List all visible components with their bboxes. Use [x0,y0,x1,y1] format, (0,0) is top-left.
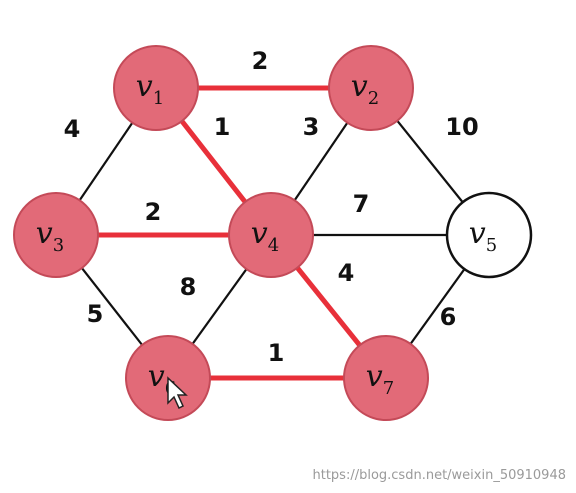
node-circle-v1 [113,45,199,131]
edge-weight-v6-v7: 1 [268,339,285,367]
watermark: https://blog.csdn.net/weixin_50910948 [312,468,566,483]
edge-weight-v5-v7: 6 [440,303,457,331]
edge-weight-v1-v4: 1 [214,113,231,141]
node-v7: v7 [343,335,429,421]
edge-weight-v3-v4: 2 [145,198,162,226]
node-circle-v4 [228,192,314,278]
nodes-layer: v1v2v3v4v5v6v7 [13,45,533,421]
node-label-v1: v1 [136,69,164,109]
edge-weight-v2-v5: 10 [445,113,478,141]
edge-weight-v1-v2: 2 [252,47,269,75]
edge-weight-v4-v5: 7 [353,190,370,218]
node-v2: v2 [328,45,414,131]
node-circle-v2 [328,45,414,131]
node-v5: v5 [445,191,533,279]
node-v4: v4 [228,192,314,278]
edge-weight-v1-v3: 4 [64,115,81,143]
node-v1: v1 [113,45,199,131]
edge-weight-v4-v6: 8 [180,273,197,301]
node-circle-v5 [445,191,533,279]
edge-weight-v2-v4: 3 [303,113,320,141]
node-label-v7: v7 [366,359,394,399]
mouse-cursor-icon [167,376,188,410]
edge-weights-layer: 2 4 1 3 10 2 5 7 8 4 6 1 [64,47,479,367]
edge-weight-v4-v7: 4 [338,259,355,287]
node-v3: v3 [13,192,99,278]
edge-weight-v3-v6: 5 [87,300,104,328]
node-circle-v3 [13,192,99,278]
node-circle-v7 [343,335,429,421]
